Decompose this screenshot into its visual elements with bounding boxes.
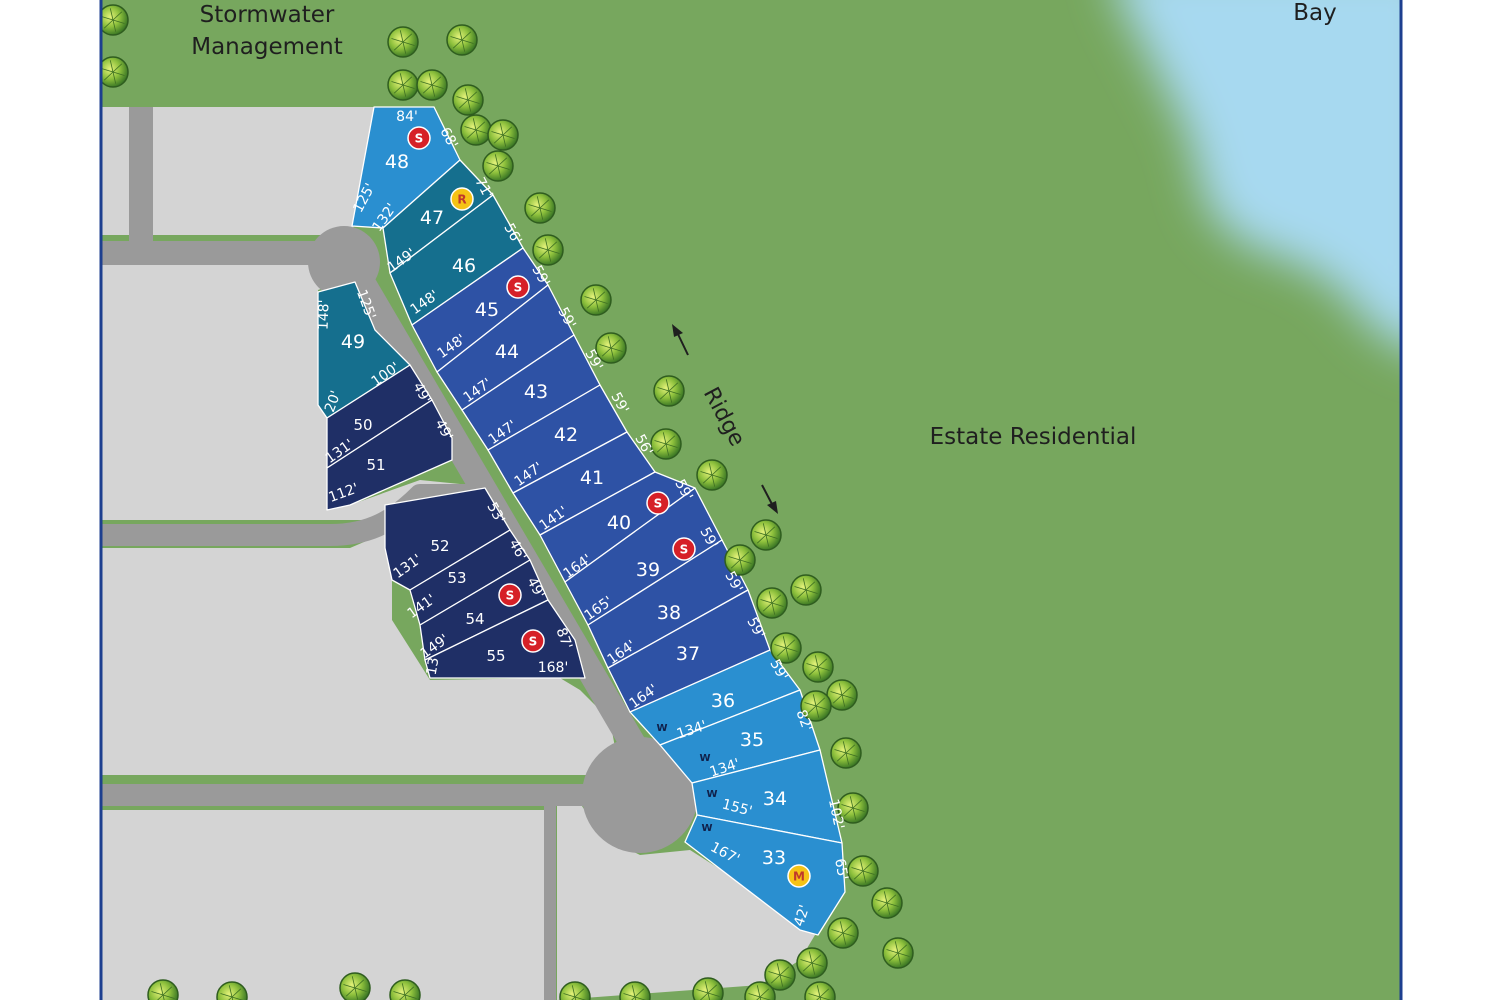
lot-number-label: 52 bbox=[430, 537, 449, 555]
arrowhead-icon bbox=[672, 324, 683, 337]
lot-number-label: 48 bbox=[385, 151, 409, 173]
lot-number-label: 37 bbox=[676, 643, 700, 665]
lot-dimension-label: 148' bbox=[315, 299, 332, 330]
lot-dimension-label: 65' bbox=[831, 857, 851, 881]
status-badge-red[interactable]: S bbox=[407, 126, 431, 150]
lot-number-label: 44 bbox=[495, 341, 519, 363]
lot-dimension-label: 13 bbox=[424, 656, 443, 676]
status-badge-red[interactable]: S bbox=[498, 583, 522, 607]
lot-number-label: 40 bbox=[607, 512, 631, 534]
lot-number-label: 35 bbox=[740, 729, 764, 751]
lot-dimension-label: 87' bbox=[553, 626, 575, 652]
lot-number-label: 42 bbox=[554, 424, 578, 446]
well-marker: W bbox=[699, 753, 710, 764]
status-badge-yellow[interactable]: M bbox=[787, 864, 811, 888]
badge-letter: R bbox=[457, 193, 466, 207]
cul-de-sac-south bbox=[582, 737, 698, 853]
lot-number-label: 54 bbox=[465, 610, 484, 628]
lot-number-label: 43 bbox=[524, 381, 548, 403]
bay-label: Bay bbox=[1293, 0, 1336, 26]
lot-dimension-label: 168' bbox=[538, 660, 569, 676]
tree-icon bbox=[147, 979, 179, 1000]
lot-number-label: 46 bbox=[452, 255, 476, 277]
stormwater-label-line2: Management bbox=[191, 34, 343, 60]
lot-number-label: 55 bbox=[486, 647, 505, 665]
status-badge-yellow[interactable]: R bbox=[450, 187, 474, 211]
lot-number-label: 38 bbox=[657, 602, 681, 624]
lot-55[interactable] bbox=[424, 599, 586, 679]
lot-dimension-label: 20' bbox=[322, 389, 344, 415]
lot-51[interactable] bbox=[326, 399, 453, 511]
arrowhead-icon bbox=[767, 501, 778, 514]
well-marker: W bbox=[701, 823, 712, 834]
status-badge-red[interactable]: S bbox=[646, 491, 670, 515]
tree-icon bbox=[559, 981, 591, 1000]
lot-number-label: 49 bbox=[341, 331, 365, 353]
lot-number-label: 36 bbox=[711, 690, 735, 712]
tree-icon bbox=[389, 979, 421, 1000]
lot-number-label: 53 bbox=[447, 569, 466, 587]
well-marker: W bbox=[656, 723, 667, 734]
status-badge-red[interactable]: S bbox=[521, 629, 545, 653]
bay-water bbox=[1121, 0, 1401, 346]
badge-letter: S bbox=[680, 543, 689, 557]
badge-letter: S bbox=[514, 281, 523, 295]
lot-number-label: 41 bbox=[580, 467, 604, 489]
tree-icon bbox=[804, 981, 836, 1000]
badge-letter: M bbox=[793, 870, 805, 884]
well-marker: W bbox=[706, 789, 717, 800]
estate-residential-label: Estate Residential bbox=[930, 424, 1137, 450]
lot-number-label: 50 bbox=[353, 416, 372, 434]
badge-letter: S bbox=[529, 635, 538, 649]
lot-number-label: 34 bbox=[763, 788, 787, 810]
gray-parcels bbox=[101, 107, 815, 1000]
stormwater-label-line1: Stormwater bbox=[200, 2, 335, 28]
tree-row bbox=[101, 4, 914, 1000]
tree-icon bbox=[692, 977, 724, 1000]
lot-dimension-label: 42' bbox=[791, 903, 813, 929]
badge-letter: S bbox=[415, 132, 424, 146]
map-border bbox=[99, 0, 1403, 1000]
lot-number-label: 39 bbox=[636, 559, 660, 581]
lot-dimension-label: 82' bbox=[793, 708, 815, 734]
badge-letter: S bbox=[506, 589, 515, 603]
lot-number-label: 51 bbox=[366, 456, 385, 474]
tree-icon bbox=[744, 981, 776, 1000]
badge-letter: S bbox=[654, 497, 663, 511]
tree-icon bbox=[216, 981, 248, 1000]
cul-de-sac-north bbox=[308, 226, 380, 298]
lot-dimension-label: 84' bbox=[396, 109, 418, 125]
lot-dimension-label: 155' bbox=[720, 796, 754, 819]
lot-number-label: 47 bbox=[420, 207, 444, 229]
lot-dimension-label: 102' bbox=[825, 798, 847, 831]
lot-number-label: 45 bbox=[475, 299, 499, 321]
lot-33[interactable] bbox=[684, 814, 846, 936]
lot-number-label: 33 bbox=[762, 847, 786, 869]
status-badge-red[interactable]: S bbox=[506, 275, 530, 299]
tree-icon bbox=[619, 981, 651, 1000]
status-badge-red[interactable]: S bbox=[672, 537, 696, 561]
